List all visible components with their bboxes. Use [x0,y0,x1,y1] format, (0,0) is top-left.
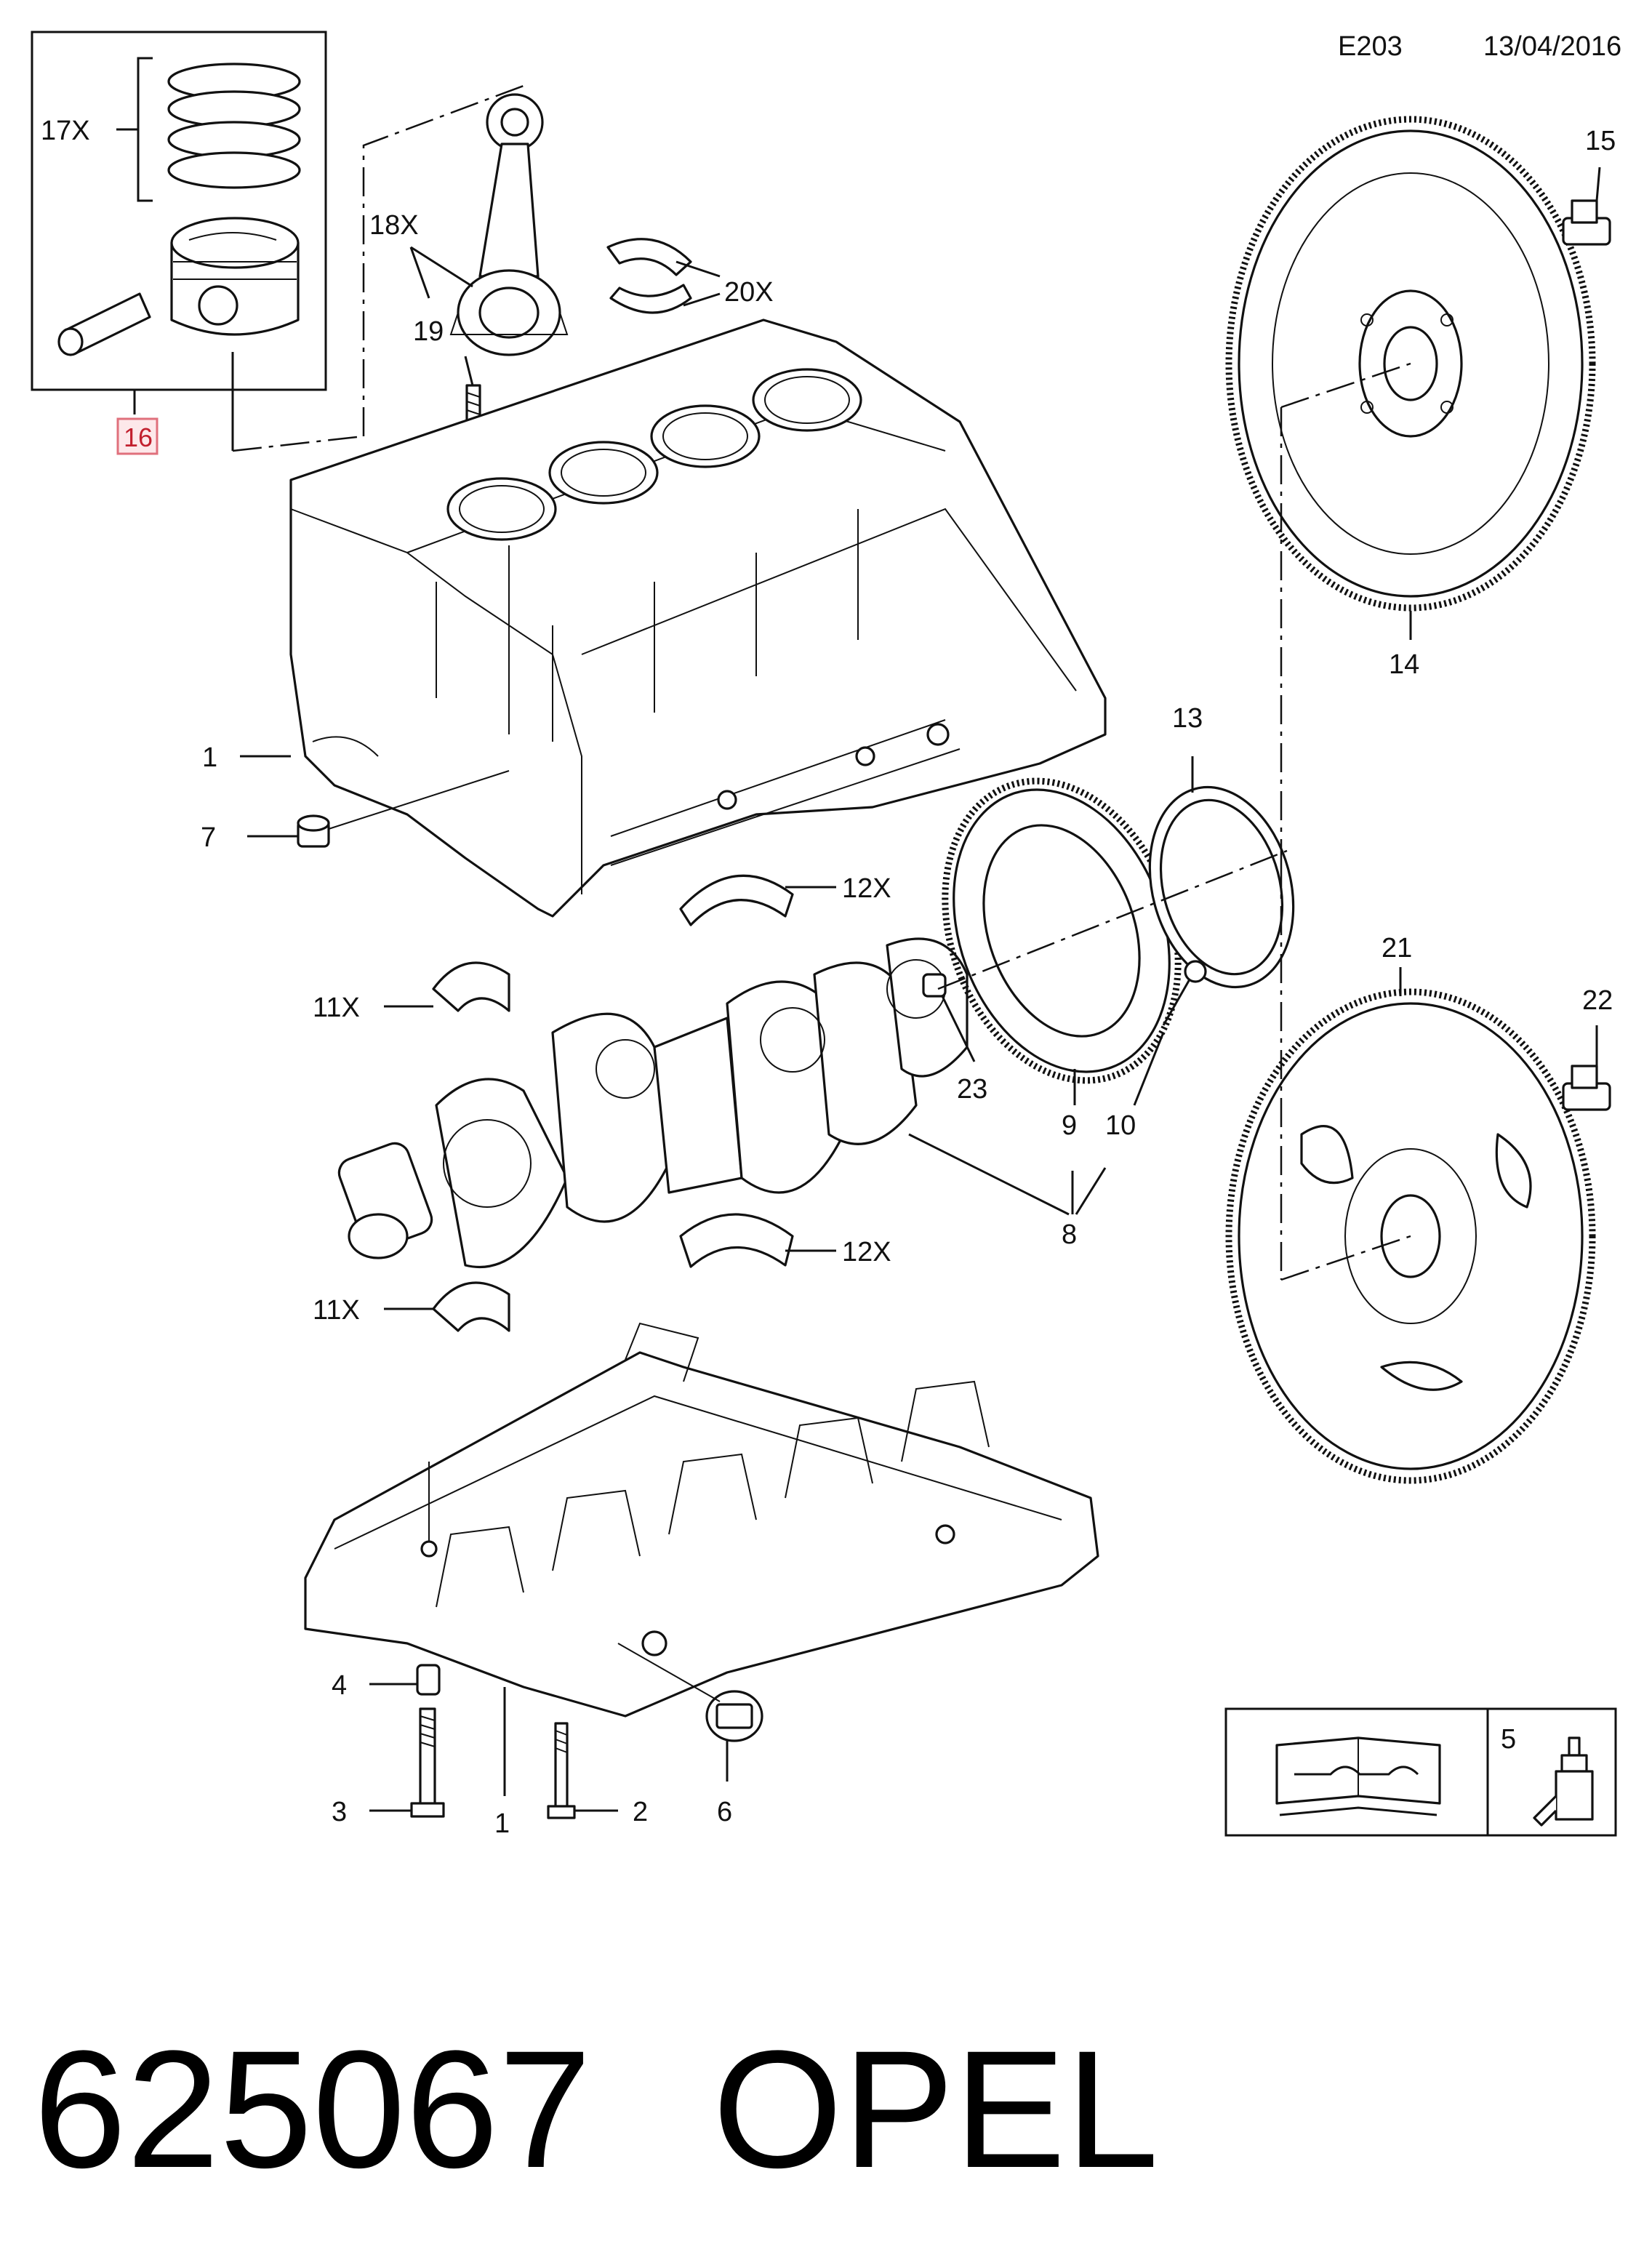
callout-3: 3 [332,1797,347,1827]
bedplate [304,1322,1099,1718]
callout-1b: 1 [494,1808,510,1839]
main-bearing-shells-lower [679,1213,794,1268]
callout-8: 8 [1062,1219,1077,1250]
piston [170,217,300,336]
callout-19: 19 [413,316,444,347]
footer-brand: OPEL [713,2016,1159,2203]
callout-6: 6 [717,1797,732,1827]
oil-drain-plug [705,1690,763,1742]
callout-23: 23 [957,1074,987,1105]
service-info-frame [1224,1707,1617,1837]
callout-7: 7 [201,822,216,853]
callout-11x-a: 11X [313,993,360,1023]
cylinder-block [289,318,1107,918]
callout-5: 5 [1501,1724,1516,1755]
rear-main-seal [1148,785,1295,989]
callout-9: 9 [1062,1110,1077,1141]
callout-14: 14 [1389,649,1419,680]
callout-1a: 1 [202,742,217,773]
callout-12x-b: 12X [842,1237,891,1267]
callout-16-highlight [116,417,159,455]
footer-part-number: 625067 [33,2016,592,2203]
block-plug [297,814,330,848]
piston-rings [167,63,301,189]
bedplate-bolt-short [547,1722,576,1819]
callout-16: 16 [124,422,153,452]
callout-21: 21 [1382,933,1412,963]
piston-pin [57,292,151,356]
callout-17x: 17X [41,116,90,146]
dowel-pin [922,973,947,998]
callout-18x: 18X [369,210,419,241]
sealant-tube-icon [1533,1736,1594,1827]
header-code: E203 [1338,31,1403,62]
service-info-box: 5 [1224,1707,1617,1837]
piston-kit-frame [31,31,327,391]
flexplate-bolt [1562,1065,1611,1111]
crankshaft [337,937,969,1269]
callout-10: 10 [1105,1110,1136,1141]
callout-13: 13 [1172,703,1203,734]
header-date: 13/04/2016 [1483,31,1621,62]
reluctor-screw [1162,960,1207,1026]
bedplate-bolt-long [410,1707,445,1818]
callout-11x-b: 11X [313,1295,360,1326]
connecting-rod [449,93,569,356]
main-bearing-shell-a [432,961,510,1012]
reluctor-ring [942,777,1182,1084]
piston-kit-group: 17X 16 [31,31,364,455]
dowel-sleeve [416,1664,441,1696]
conrod-bearing-shells [606,238,692,314]
callout-2: 2 [633,1797,648,1827]
main-bearing-shells-upper [679,874,794,926]
callout-15: 15 [1585,126,1616,156]
callout-12x-a: 12X [842,873,891,904]
main-bearing-shell-b [432,1281,510,1332]
callout-20x: 20X [724,277,774,308]
callout-22: 22 [1582,985,1613,1016]
flywheel-bolt [1562,199,1611,246]
repair-manual-book-icon [1275,1736,1441,1816]
callout-4: 4 [332,1670,347,1701]
